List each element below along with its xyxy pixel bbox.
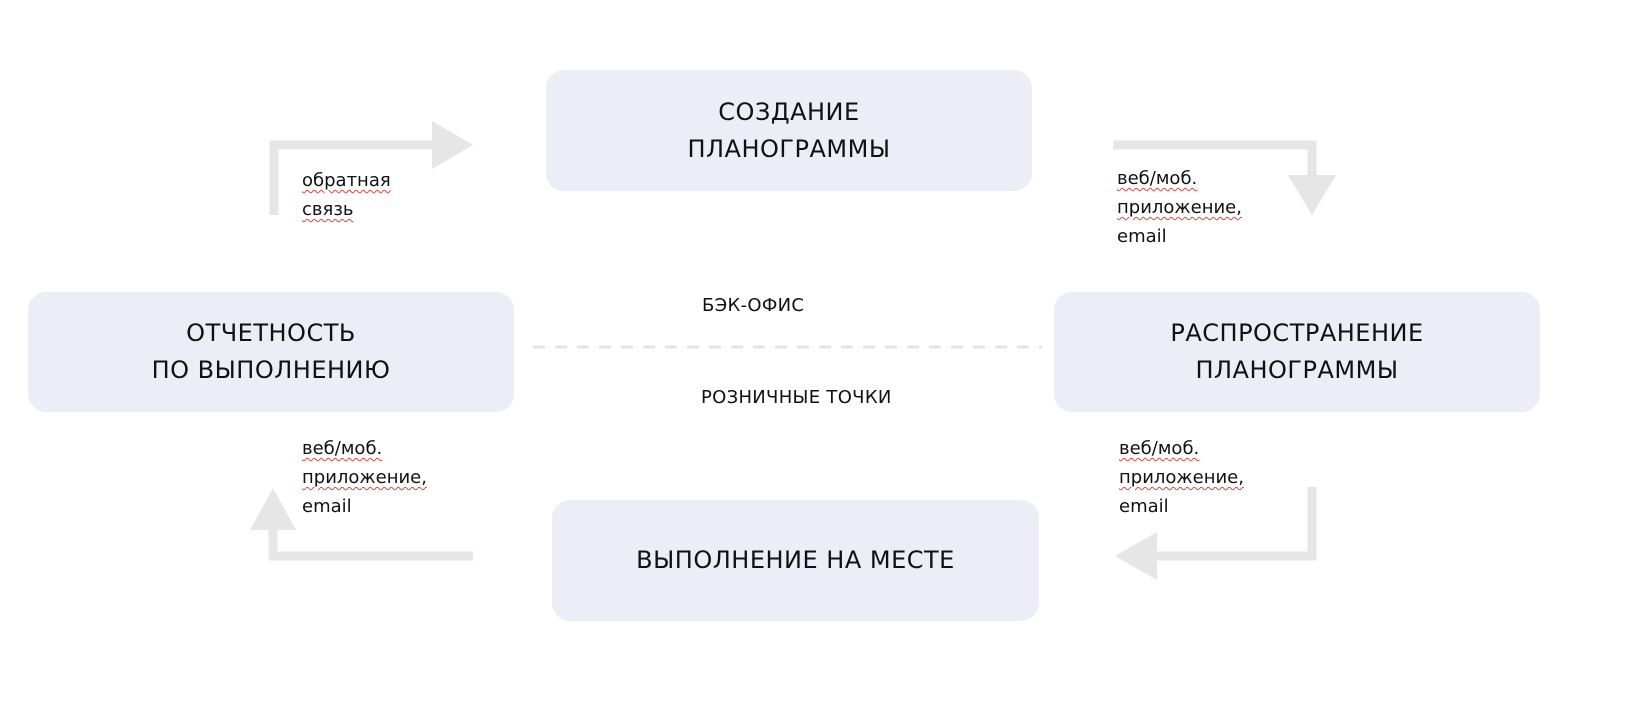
execute-arrow-shaft xyxy=(1155,487,1317,561)
node-distribute: РАСПРОСТРАНЕНИЕ ПЛАНОГРАММЫ xyxy=(1054,292,1540,412)
node-label-line: СОЗДАНИЕ xyxy=(718,97,860,126)
label-line: связь xyxy=(302,199,354,220)
label-line: обратная xyxy=(302,170,391,191)
edge-label-feedback: обратная связь xyxy=(302,166,391,224)
label-line: приложение, xyxy=(1117,197,1242,218)
node-execute: ВЫПОЛНЕНИЕ НА МЕСТЕ xyxy=(552,500,1039,621)
node-label-line: ПЛАНОГРАММЫ xyxy=(1195,356,1399,384)
distribute-arrowhead-icon xyxy=(1288,175,1336,215)
node-label-line: РАСПРОСТРАНЕНИЕ xyxy=(1170,319,1424,347)
report-arrow-shaft xyxy=(268,528,473,561)
distribute-arrow-shaft xyxy=(1113,140,1317,177)
node-label-line: ВЫПОЛНЕНИЕ НА МЕСТЕ xyxy=(636,546,955,574)
edge-label-execute-to-report: веб/моб. приложение, email xyxy=(302,434,427,521)
report-arrowhead-icon xyxy=(250,488,296,530)
feedback-arrow-shaft xyxy=(269,140,434,215)
feedback-arrowhead-icon xyxy=(432,121,473,169)
label-line: email xyxy=(302,496,352,517)
edge-label-distribute-to-execute: веб/моб. приложение, email xyxy=(1119,434,1244,521)
node-create-planogram: СОЗДАНИЕ ПЛАНОГРАММЫ xyxy=(546,70,1032,191)
node-label-line: ПО ВЫПОЛНЕНИЮ xyxy=(151,356,391,384)
back-office-label: БЭК-ОФИС xyxy=(702,295,805,316)
label-line: веб/моб. xyxy=(1117,168,1198,189)
execute-arrowhead-icon xyxy=(1115,532,1157,580)
node-label-line: ПЛАНОГРАММЫ xyxy=(687,134,891,163)
label-line: email xyxy=(1119,496,1169,517)
label-line: email xyxy=(1117,226,1167,247)
retail-points-label: РОЗНИЧНЫЕ ТОЧКИ xyxy=(701,387,892,408)
label-line: приложение, xyxy=(302,467,427,488)
label-line: приложение, xyxy=(1119,467,1244,488)
label-line: веб/моб. xyxy=(302,438,383,459)
node-report: ОТЧЕТНОСТЬ ПО ВЫПОЛНЕНИЮ xyxy=(28,292,514,412)
node-label-line: ОТЧЕТНОСТЬ xyxy=(186,319,356,347)
label-line: веб/моб. xyxy=(1119,438,1200,459)
edge-label-create-to-distribute: веб/моб. приложение, email xyxy=(1117,164,1242,251)
